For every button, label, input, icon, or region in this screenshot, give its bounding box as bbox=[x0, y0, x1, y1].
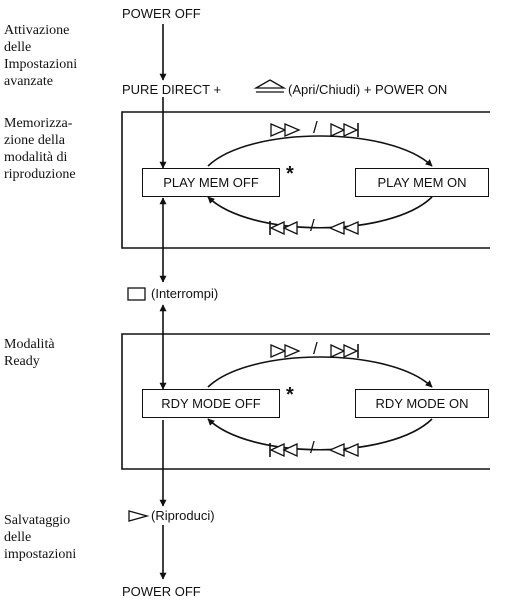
previous-track-icon bbox=[269, 220, 298, 236]
combo-step-part2: (Apri/Chiudi) + POWER ON bbox=[288, 82, 448, 97]
play-step: (Riproduci) bbox=[151, 508, 215, 523]
asterisk-note: * bbox=[286, 163, 294, 185]
slash-separator: / bbox=[310, 216, 315, 235]
eject-icon bbox=[253, 79, 287, 93]
next-track-icon bbox=[330, 122, 359, 138]
rewind-icon bbox=[328, 443, 359, 457]
fast-forward-icon bbox=[270, 344, 301, 358]
label-ready: Modalità Ready bbox=[4, 337, 55, 369]
asterisk-note: * bbox=[286, 384, 294, 406]
rdy-mode-on-box: RDY MODE ON bbox=[355, 389, 489, 418]
block1-frame bbox=[121, 111, 490, 249]
next-track-icon bbox=[330, 343, 359, 359]
power-off-bottom: POWER OFF bbox=[122, 584, 201, 599]
block2-arc-top bbox=[207, 356, 433, 388]
rewind-icon bbox=[328, 221, 359, 235]
block2-frame bbox=[121, 333, 490, 470]
power-off-top: POWER OFF bbox=[122, 6, 201, 21]
play-mem-on-box: PLAY MEM ON bbox=[355, 168, 489, 197]
play-mem-off-box: PLAY MEM OFF bbox=[142, 168, 280, 197]
fast-forward-icon bbox=[270, 123, 301, 137]
play-icon bbox=[128, 510, 150, 522]
rdy-mode-off-box: RDY MODE OFF bbox=[142, 389, 280, 418]
block1-arc-bottom bbox=[207, 196, 433, 229]
stop-icon bbox=[127, 287, 146, 301]
stop-step: (Interrompi) bbox=[151, 286, 219, 301]
label-salvataggio: Salvataggio delle impostazioni bbox=[4, 513, 77, 562]
slash-separator: / bbox=[310, 438, 315, 457]
label-memorizzazione: Memorizza- zione della modalità di ripro… bbox=[4, 116, 76, 182]
block1-arc-top bbox=[207, 135, 433, 167]
label-attivazione: Attivazione delle Impostazioni avanzate bbox=[4, 23, 78, 89]
slash-separator: / bbox=[313, 339, 318, 358]
block2-arc-bottom bbox=[207, 418, 433, 451]
combo-step-part1: PURE DIRECT + bbox=[122, 82, 222, 97]
previous-track-icon bbox=[269, 442, 298, 458]
slash-separator: / bbox=[313, 118, 318, 137]
